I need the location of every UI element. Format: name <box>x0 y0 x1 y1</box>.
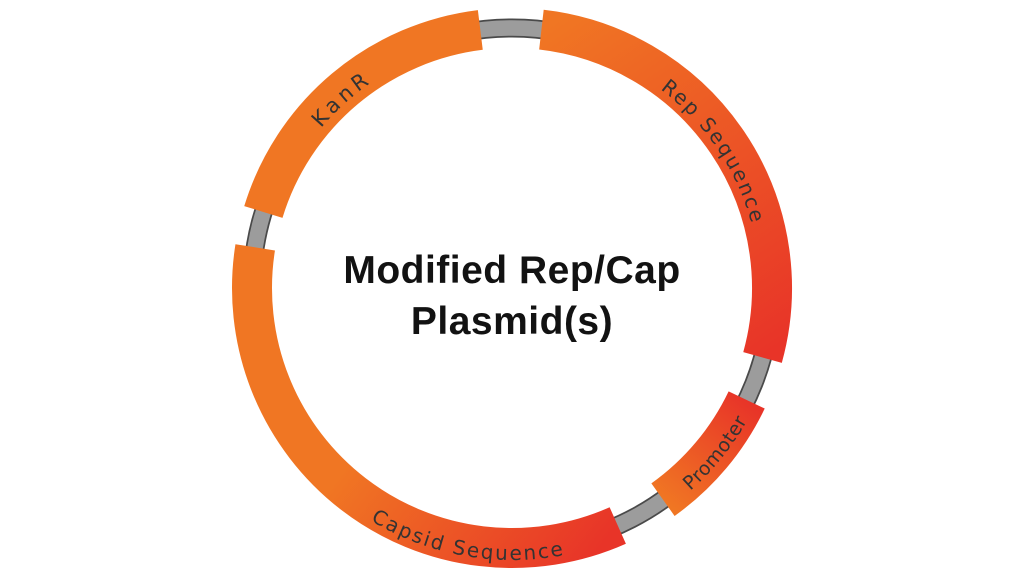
segment-capsid-sequence <box>232 244 626 568</box>
plasmid-title: Modified Rep/Cap Plasmid(s) <box>0 246 1024 347</box>
segment-kanr <box>244 10 483 219</box>
plasmid-title-line1: Modified Rep/Cap <box>343 249 681 292</box>
segment-promoter <box>651 390 765 516</box>
segments-layer <box>232 9 792 568</box>
plasmid-title-line2: Plasmid(s) <box>410 299 614 343</box>
segment-rep-sequence <box>539 9 792 363</box>
